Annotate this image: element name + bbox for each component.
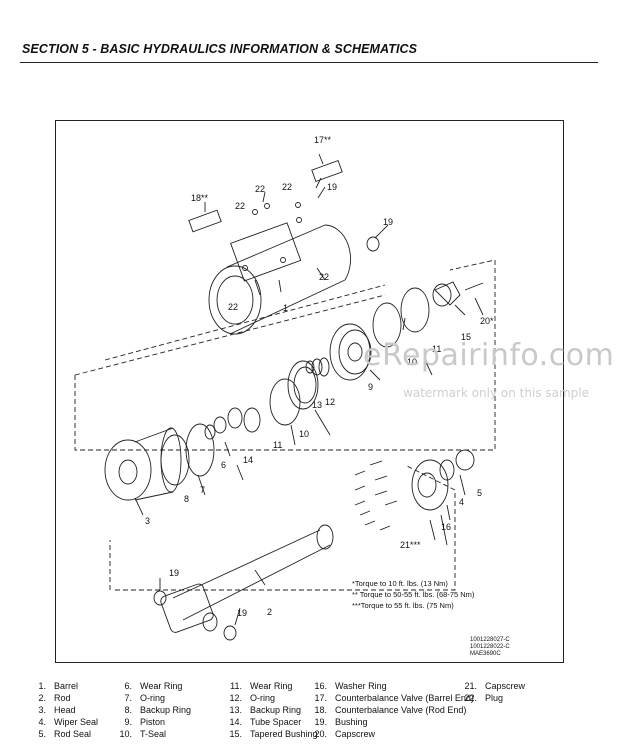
callout-21: 21*** xyxy=(400,540,421,550)
counterbalance-valve-18 xyxy=(188,209,222,233)
callout-19c: 19 xyxy=(169,568,179,578)
legend-item: 11.Wear Ring xyxy=(230,681,293,691)
callout-19a: 19 xyxy=(327,182,337,192)
callout-labels: 17** 18** 19 19 19 19 22 22 22 22 22 1 2… xyxy=(145,135,494,618)
legend-item: 16.Washer Ring xyxy=(314,681,387,691)
wiper-seal-4 xyxy=(439,459,455,481)
callout-22d: 22 xyxy=(319,272,329,282)
legend-col-4: 16.Washer Ring 17.Counterbalance Valve (… xyxy=(305,680,474,740)
callout-11: 11 xyxy=(273,440,282,450)
part-ref: MAE3690C xyxy=(470,651,501,657)
section-title: SECTION 5 - BASIC HYDRAULICS INFORMATION… xyxy=(22,42,418,56)
callout-16: 16 xyxy=(441,522,451,532)
callout-8: 8 xyxy=(184,494,189,504)
torque-note: ***Torque to 55 ft. lbs. (75 Nm) xyxy=(352,601,454,610)
t-seal-10b xyxy=(372,302,402,348)
legend-item: 2.Rod xyxy=(38,693,71,703)
legend-item: 21.Capscrew xyxy=(464,681,526,691)
backup-ring-8 xyxy=(160,434,190,486)
rod-part xyxy=(160,524,334,633)
callout-22b: 22 xyxy=(282,182,292,192)
legend-item: 17.Counterbalance Valve (Barrel End) xyxy=(314,693,474,703)
callout-22e: 22 xyxy=(228,302,238,312)
bushing-19c xyxy=(223,625,237,641)
legend-item: 12.O-ring xyxy=(229,693,276,703)
legend-item: 9.Piston xyxy=(124,717,166,727)
callout-18: 18** xyxy=(191,193,209,203)
legend-item: 18.Counterbalance Valve (Rod End) xyxy=(314,705,467,715)
legend-item: 14.Tube Spacer xyxy=(229,717,302,727)
alignment-line-lower xyxy=(115,464,456,591)
torque-note: *Torque to 10 ft. lbs. (13 Nm) xyxy=(352,579,448,588)
legend-item: 10.T-Seal xyxy=(119,729,167,739)
legend-col-1: 1.Barrel 2.Rod 3.Head 4.Wiper Seal 5.Rod… xyxy=(24,680,98,740)
piston-9 xyxy=(329,323,372,381)
legend-item: 5.Rod Seal xyxy=(38,729,92,739)
rod-seal-5 xyxy=(455,449,475,471)
callout-11b: 11 xyxy=(432,344,441,354)
head-part xyxy=(104,427,182,501)
callout-22a: 22 xyxy=(255,184,265,194)
counterbalance-valve-17 xyxy=(311,159,343,189)
callout-9: 9 xyxy=(368,382,373,392)
legend-col-2: 6.Wear Ring 7.O-ring 8.Backup Ring 9.Pis… xyxy=(110,680,191,740)
bushing-19a xyxy=(366,236,380,252)
wear-ring-6 xyxy=(227,407,243,429)
legend-col-3: 11.Wear Ring 12.O-ring 13.Backup Ring 14… xyxy=(220,680,318,740)
legend-item: 4.Wiper Seal xyxy=(38,717,99,727)
legend-item: 19.Bushing xyxy=(314,717,368,727)
callout-15: 15 xyxy=(461,332,471,342)
wear-ring-11 xyxy=(269,378,301,426)
torque-note: ** Torque to 50-55 ft. lbs. (68-75 Nm) xyxy=(352,590,475,599)
callout-2: 2 xyxy=(267,607,272,617)
t-seal-10 xyxy=(287,360,319,410)
legend-item: 15.Tapered Bushing xyxy=(229,729,318,739)
washer-ring-16 xyxy=(411,459,449,511)
legend-item: 20.Capscrew xyxy=(314,729,376,739)
part-ref: 1001228022-C xyxy=(470,644,510,650)
watermark-brand: eRepairinfo.com xyxy=(363,338,615,373)
legend-item: 1.Barrel xyxy=(38,681,79,691)
bushing-19b xyxy=(153,590,167,606)
cylinder-exploded-diagram: 17** 18** 19 19 19 19 22 22 22 22 22 1 2… xyxy=(74,135,496,641)
tapered-bushing-15 xyxy=(432,281,461,307)
alignment-line-upper xyxy=(74,259,496,451)
part-refs: 1001228027-C 1001228022-C MAE3690C xyxy=(470,637,510,658)
callout-6: 6 xyxy=(221,460,226,470)
legend-item: 3.Head xyxy=(38,705,76,715)
legend-item: 8.Backup Ring xyxy=(124,705,192,715)
callout-5: 5 xyxy=(477,488,482,498)
legend-item: 13.Backup Ring xyxy=(229,705,302,715)
callout-22c: 22 xyxy=(235,201,245,211)
callout-19b: 19 xyxy=(383,217,393,227)
callout-17: 17** xyxy=(314,135,332,145)
o-ring-7 xyxy=(185,423,215,477)
part-ref: 1001228027-C xyxy=(470,637,510,643)
legend-item: 6.Wear Ring xyxy=(124,681,183,691)
callout-14: 14 xyxy=(243,455,253,465)
torque-notes: *Torque to 10 ft. lbs. (13 Nm) ** Torque… xyxy=(352,578,474,611)
callout-3: 3 xyxy=(145,516,150,526)
callout-19d: 19 xyxy=(237,608,247,618)
callout-10: 10 xyxy=(299,429,309,439)
legend-item: 22.Plug xyxy=(464,693,504,703)
callout-1: 1 xyxy=(283,303,288,313)
watermark-note: watermark only on this sample xyxy=(403,386,590,400)
capscrews-21 xyxy=(354,460,398,531)
callout-20: 20* xyxy=(480,316,494,326)
legend-item: 7.O-ring xyxy=(124,693,166,703)
legend-col-5: 21.Capscrew 22.Plug xyxy=(455,680,525,704)
capscrew-20 xyxy=(464,282,484,291)
header-rule xyxy=(20,62,598,63)
barrel-part xyxy=(208,222,351,335)
diagram-frame xyxy=(55,120,564,663)
callout-12: 12 xyxy=(325,397,335,407)
wear-ring-11b xyxy=(400,287,430,333)
callout-10b: 10 xyxy=(407,357,417,367)
tube-spacer-14 xyxy=(243,407,261,433)
callout-7: 7 xyxy=(200,485,205,495)
callout-13: 13 xyxy=(312,400,322,410)
callout-4: 4 xyxy=(459,497,464,507)
